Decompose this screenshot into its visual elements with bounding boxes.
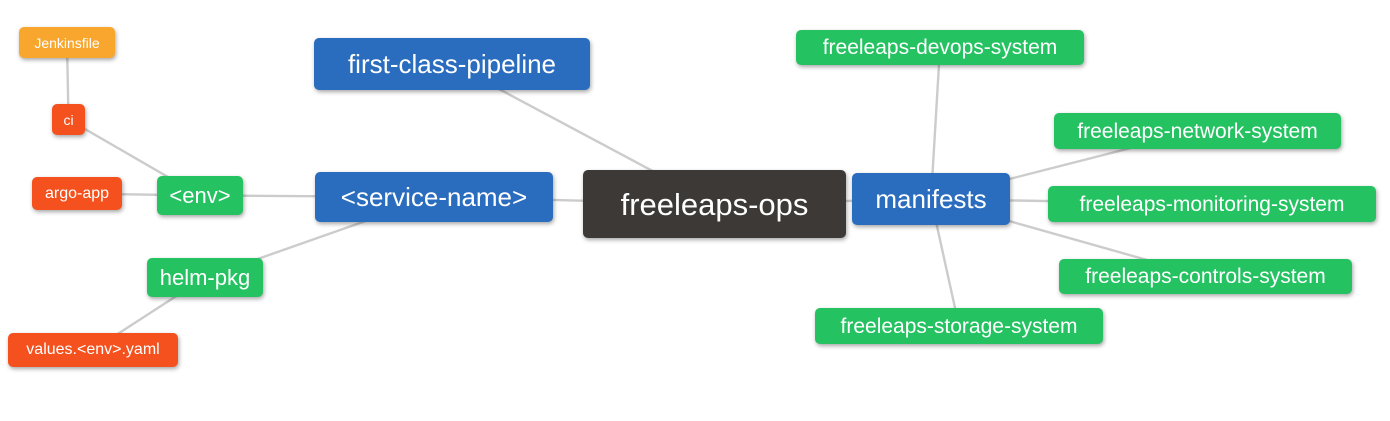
node-label: freeleaps-devops-system — [822, 36, 1058, 59]
node-label: freeleaps-storage-system — [840, 314, 1078, 338]
node-values-env-yaml[interactable]: values.<env>.yaml — [8, 333, 178, 367]
node-controls-system[interactable]: freeleaps-controls-system — [1059, 259, 1352, 294]
node-monitoring-system[interactable]: freeleaps-monitoring-system — [1048, 186, 1376, 222]
node-label: values.<env>.yaml — [26, 341, 160, 358]
node-ci[interactable]: ci — [52, 104, 85, 135]
node-label: Jenkinsfile — [34, 34, 100, 51]
node-storage-system[interactable]: freeleaps-storage-system — [815, 308, 1103, 344]
node-label: argo-app — [44, 184, 110, 202]
node-label: freeleaps-monitoring-system — [1079, 192, 1345, 216]
node-jenkinsfile[interactable]: Jenkinsfile — [19, 27, 115, 58]
node-label: <env> — [169, 182, 231, 208]
node-devops-system[interactable]: freeleaps-devops-system — [796, 30, 1084, 65]
node-label: freeleaps-controls-system — [1085, 265, 1326, 288]
node-freeleaps-ops[interactable]: freeleaps-ops — [583, 170, 846, 238]
node-label: first-class-pipeline — [347, 49, 557, 79]
node-env[interactable]: <env> — [157, 176, 243, 215]
node-network-system[interactable]: freeleaps-network-system — [1054, 113, 1341, 149]
node-first-class-pipeline[interactable]: first-class-pipeline — [314, 38, 590, 90]
node-label: ci — [63, 111, 74, 128]
node-helm-pkg[interactable]: helm-pkg — [147, 258, 263, 297]
node-label: helm-pkg — [159, 264, 251, 290]
node-argo-app[interactable]: argo-app — [32, 177, 122, 210]
node-label: manifests — [875, 184, 987, 214]
node-label: <service-name> — [340, 182, 528, 212]
node-manifests[interactable]: manifests — [852, 173, 1010, 225]
node-label: freeleaps-ops — [620, 186, 809, 222]
node-service-name[interactable]: <service-name> — [315, 172, 553, 222]
node-label: freeleaps-network-system — [1077, 119, 1318, 143]
